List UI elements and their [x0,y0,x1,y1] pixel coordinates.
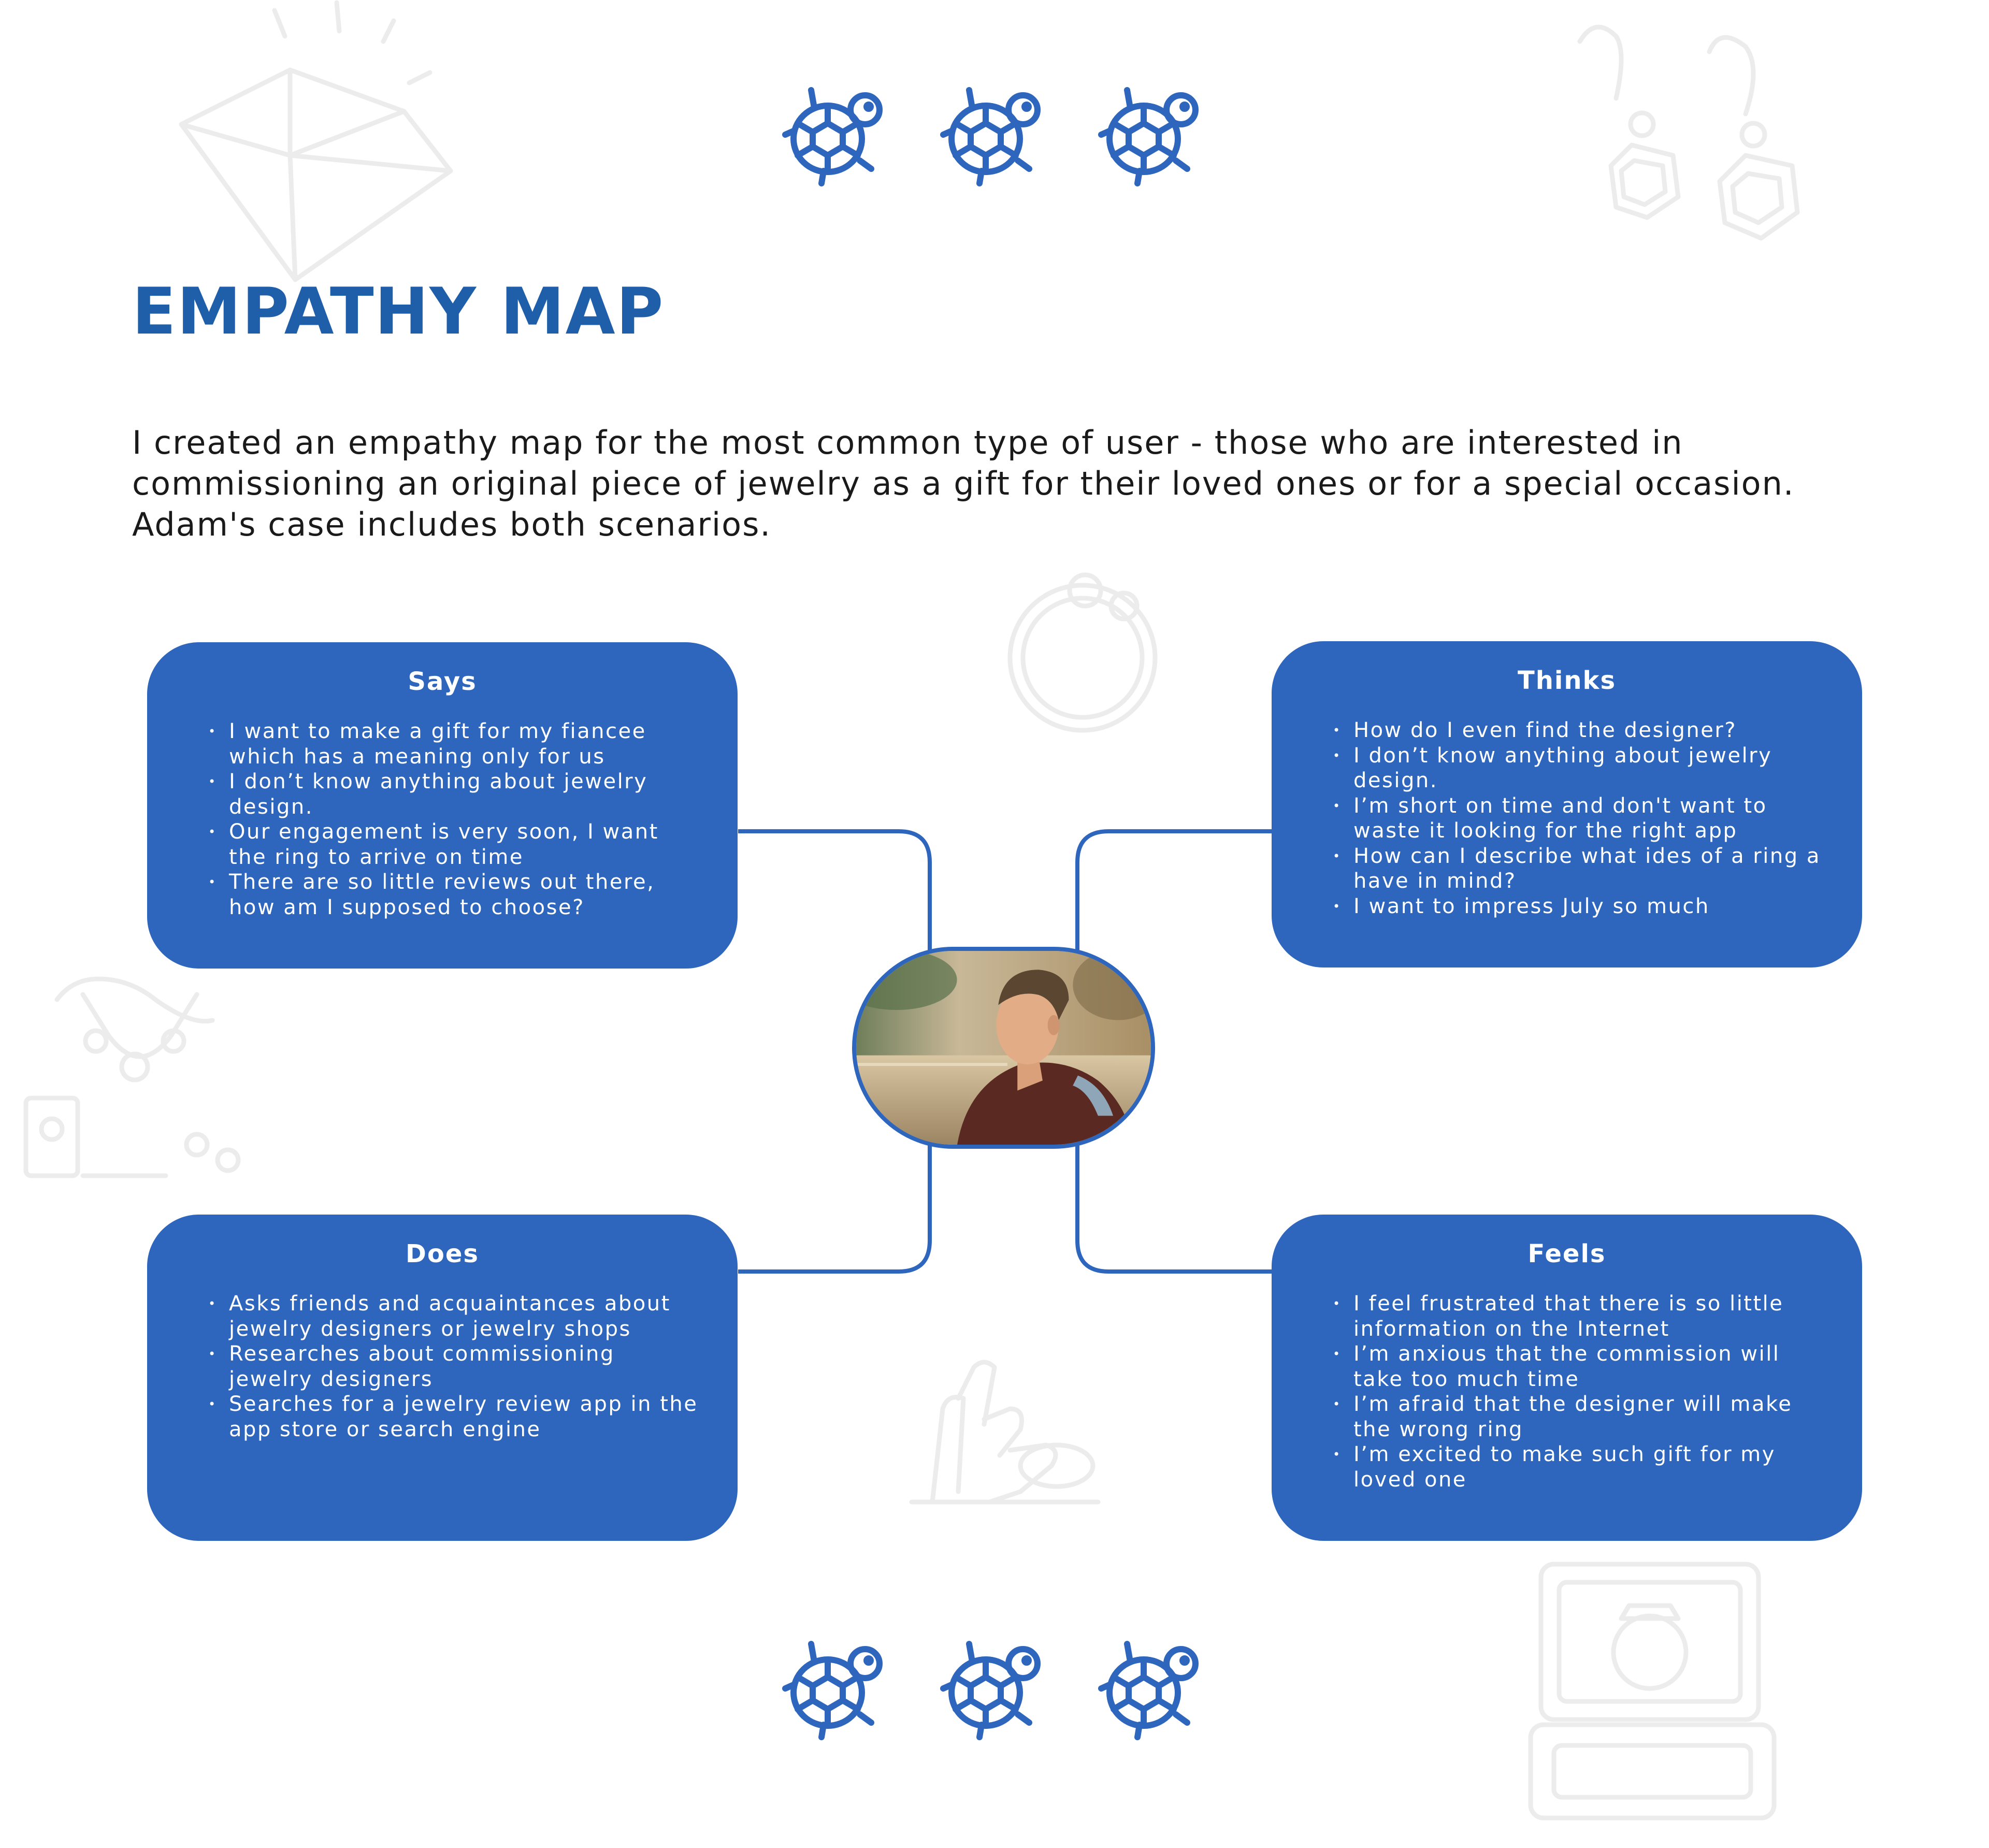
connector-feels [1077,1145,1272,1272]
list-item-line: design. [1353,768,1841,793]
list-item-line: app store or search engine [229,1417,717,1442]
connector-says [738,831,930,950]
list-item: I want to make a gift for my fianceewhic… [208,719,717,769]
feels-list: I feel frustrated that there is so littl… [1333,1291,1841,1492]
list-item: Searches for a jewelry review app in the… [208,1392,717,1442]
list-item-line: which has a meaning only for us [229,744,717,770]
thinks-list: How do I even find the designer? I don’t… [1333,718,1841,919]
list-item-line: I’m afraid that the designer will make [1353,1392,1841,1417]
list-item-line: I’m anxious that the commission will [1353,1341,1841,1367]
says-list: I want to make a gift for my fianceewhic… [208,719,717,920]
list-item-line: I don’t know anything about jewelry [229,769,717,795]
list-item-line: Asks friends and acquaintances about [229,1291,717,1317]
thinks-card: Thinks How do I even find the designer? … [1272,641,1862,968]
connector-thinks [1077,831,1272,950]
list-item-line: take too much time [1353,1367,1841,1392]
list-item: I’m excited to make such gift for mylove… [1333,1442,1841,1492]
list-item: I don’t know anything about jewelrydesig… [1333,743,1841,793]
list-item: I’m short on time and don't want towaste… [1333,793,1841,844]
feels-card: Feels I feel frustrated that there is so… [1272,1215,1862,1541]
says-title: Says [147,667,738,696]
does-card: Does Asks friends and acquaintances abou… [147,1215,738,1541]
feels-title: Feels [1272,1239,1862,1268]
list-item-line: I don’t know anything about jewelry [1353,743,1841,769]
list-item-line: I want to make a gift for my fiancee [229,719,717,744]
list-item-line: I’m excited to make such gift for my [1353,1442,1841,1467]
list-item-line: design. [229,795,717,820]
list-item: I don’t know anything about jewelrydesig… [208,769,717,819]
list-item-line: There are so little reviews out there, [229,870,717,895]
list-item-line: jewelry designers [229,1367,717,1392]
list-item-line: have in mind? [1353,869,1841,894]
says-card: Says I want to make a gift for my fiance… [147,642,738,969]
does-list: Asks friends and acquaintances aboutjewe… [208,1291,717,1442]
list-item-line: waste it looking for the right app [1353,818,1841,844]
list-item: How do I even find the designer? [1333,718,1841,743]
list-item-line: the ring to arrive on time [229,845,717,870]
list-item: There are so little reviews out there,ho… [208,870,717,920]
user-photo-illustration [856,951,1151,1145]
list-item-line: jewelry designers or jewelry shops [229,1317,717,1342]
connector-does [738,1145,930,1272]
list-item-line: information on the Internet [1353,1317,1841,1342]
list-item: I feel frustrated that there is so littl… [1333,1291,1841,1341]
does-title: Does [147,1239,738,1268]
list-item: I’m afraid that the designer will maketh… [1333,1392,1841,1442]
list-item-line: I want to impress July so much [1353,894,1841,919]
user-photo [852,947,1155,1149]
thinks-title: Thinks [1272,666,1862,695]
list-item: How can I describe what ides of a ring a… [1333,844,1841,894]
list-item-line: Searches for a jewelry review app in the [229,1392,717,1417]
list-item-line: how am I supposed to choose? [229,895,717,920]
list-item-line: How do I even find the designer? [1353,718,1841,743]
list-item-line: I’m short on time and don't want to [1353,793,1841,819]
list-item-line: Researches about commissioning [229,1341,717,1367]
list-item-line: Our engagement is very soon, I want [229,819,717,845]
list-item: I’m anxious that the commission willtake… [1333,1341,1841,1392]
list-item-line: How can I describe what ides of a ring a [1353,844,1841,869]
list-item: Asks friends and acquaintances aboutjewe… [208,1291,717,1341]
list-item-line: the wrong ring [1353,1417,1841,1442]
list-item-line: I feel frustrated that there is so littl… [1353,1291,1841,1317]
list-item: I want to impress July so much [1333,894,1841,919]
list-item-line: loved one [1353,1467,1841,1493]
